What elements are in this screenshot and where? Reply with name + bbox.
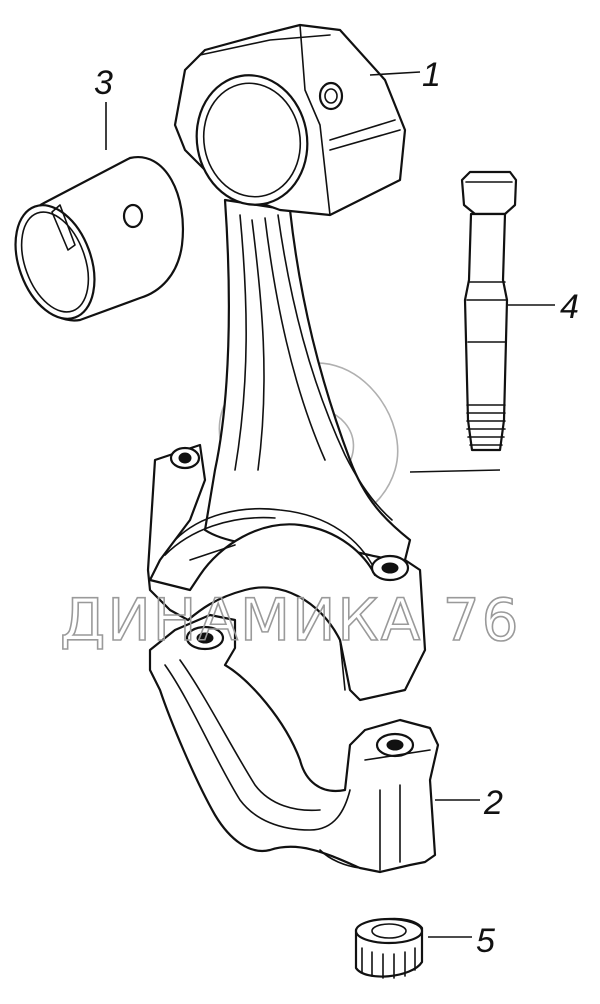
callout-2: 2 [483,784,503,822]
callout-5: 5 [476,922,495,960]
rod-cap-icon [148,613,440,874]
watermark-text: ДИНАМИКА 76 [60,586,521,654]
leader-line-1 [369,71,421,76]
callout-3: 3 [94,64,113,102]
callout-1: 1 [422,56,441,94]
bolt-icon [460,170,518,452]
callout-4: 4 [560,288,579,326]
leader-line-4b [409,469,501,473]
bushing-icon [14,155,185,322]
nut-icon [354,917,424,979]
leader-lines [105,71,555,938]
connecting-rod-icon [146,23,427,702]
bolt-thread [466,404,506,446]
